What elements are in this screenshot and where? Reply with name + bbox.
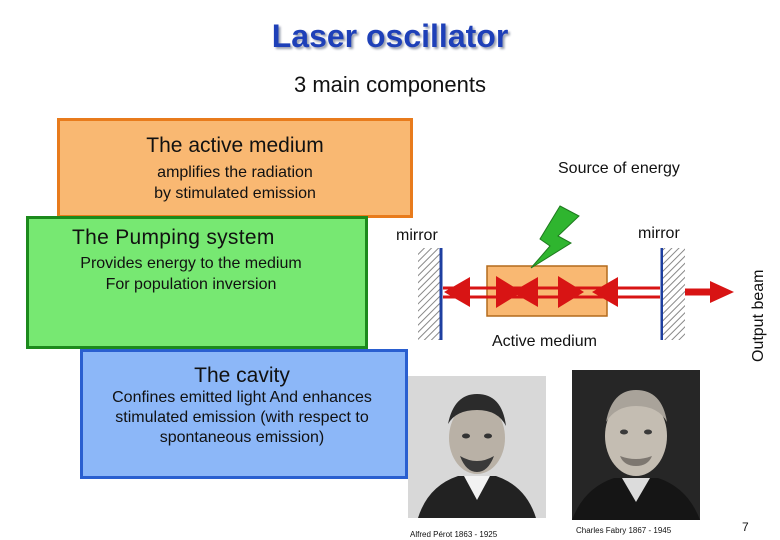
left-arrow-inner: [512, 277, 538, 307]
portrait-fabry: [572, 370, 700, 520]
pumping-system-description: Provides energy to the medium For popula…: [26, 253, 356, 295]
portrait-perot-caption: Alfred Pérot 1863 - 1925: [410, 530, 498, 539]
slide-subtitle: 3 main components: [294, 72, 486, 97]
cavity-box: [80, 349, 408, 479]
portrait-perot-figure: [408, 376, 546, 518]
active-medium-heading: The active medium: [146, 134, 324, 157]
source-of-energy-label: Source of energy: [558, 160, 680, 177]
portrait-fabry-figure: [572, 370, 700, 520]
right-arrow-inner: [496, 276, 522, 308]
left-mirror-hatch: [418, 248, 440, 340]
active-medium-description: amplifies the radiation by stimulated em…: [57, 162, 413, 204]
right-arrow-outer: [558, 276, 584, 308]
left-arrow-outer: [444, 277, 470, 307]
left-mirror-label: mirror: [396, 227, 438, 244]
slide-title: Laser oscillator: [271, 18, 509, 54]
portrait-fabry-caption: Charles Fabry 1867 - 1945: [576, 526, 672, 535]
pumping-system-heading: The Pumping system: [72, 226, 275, 249]
cavity-heading: The cavity: [194, 364, 290, 387]
pumping-line1: Provides energy to the medium: [80, 255, 302, 272]
right-mirror-hatch: [663, 248, 685, 340]
right-mirror-label: mirror: [638, 225, 680, 242]
cavity-description: Confines emitted light And enhances stim…: [112, 389, 372, 446]
output-beam-label: Output beam: [750, 270, 767, 363]
active-medium-label: Active medium: [492, 333, 597, 350]
active-medium-line1: amplifies the radiation: [157, 164, 313, 181]
active-medium-box: [57, 118, 413, 218]
left-arrow-right: [592, 277, 618, 307]
page-number: 7: [742, 520, 749, 534]
output-beam-arrow: [710, 281, 734, 303]
active-medium-line2: by stimulated emission: [154, 185, 316, 202]
portrait-perot: [408, 376, 546, 518]
active-medium-crystal: [486, 265, 608, 317]
pumping-line2: For population inversion: [105, 276, 277, 293]
pumping-system-box: [26, 216, 368, 349]
energy-bolt-icon: [530, 205, 580, 269]
